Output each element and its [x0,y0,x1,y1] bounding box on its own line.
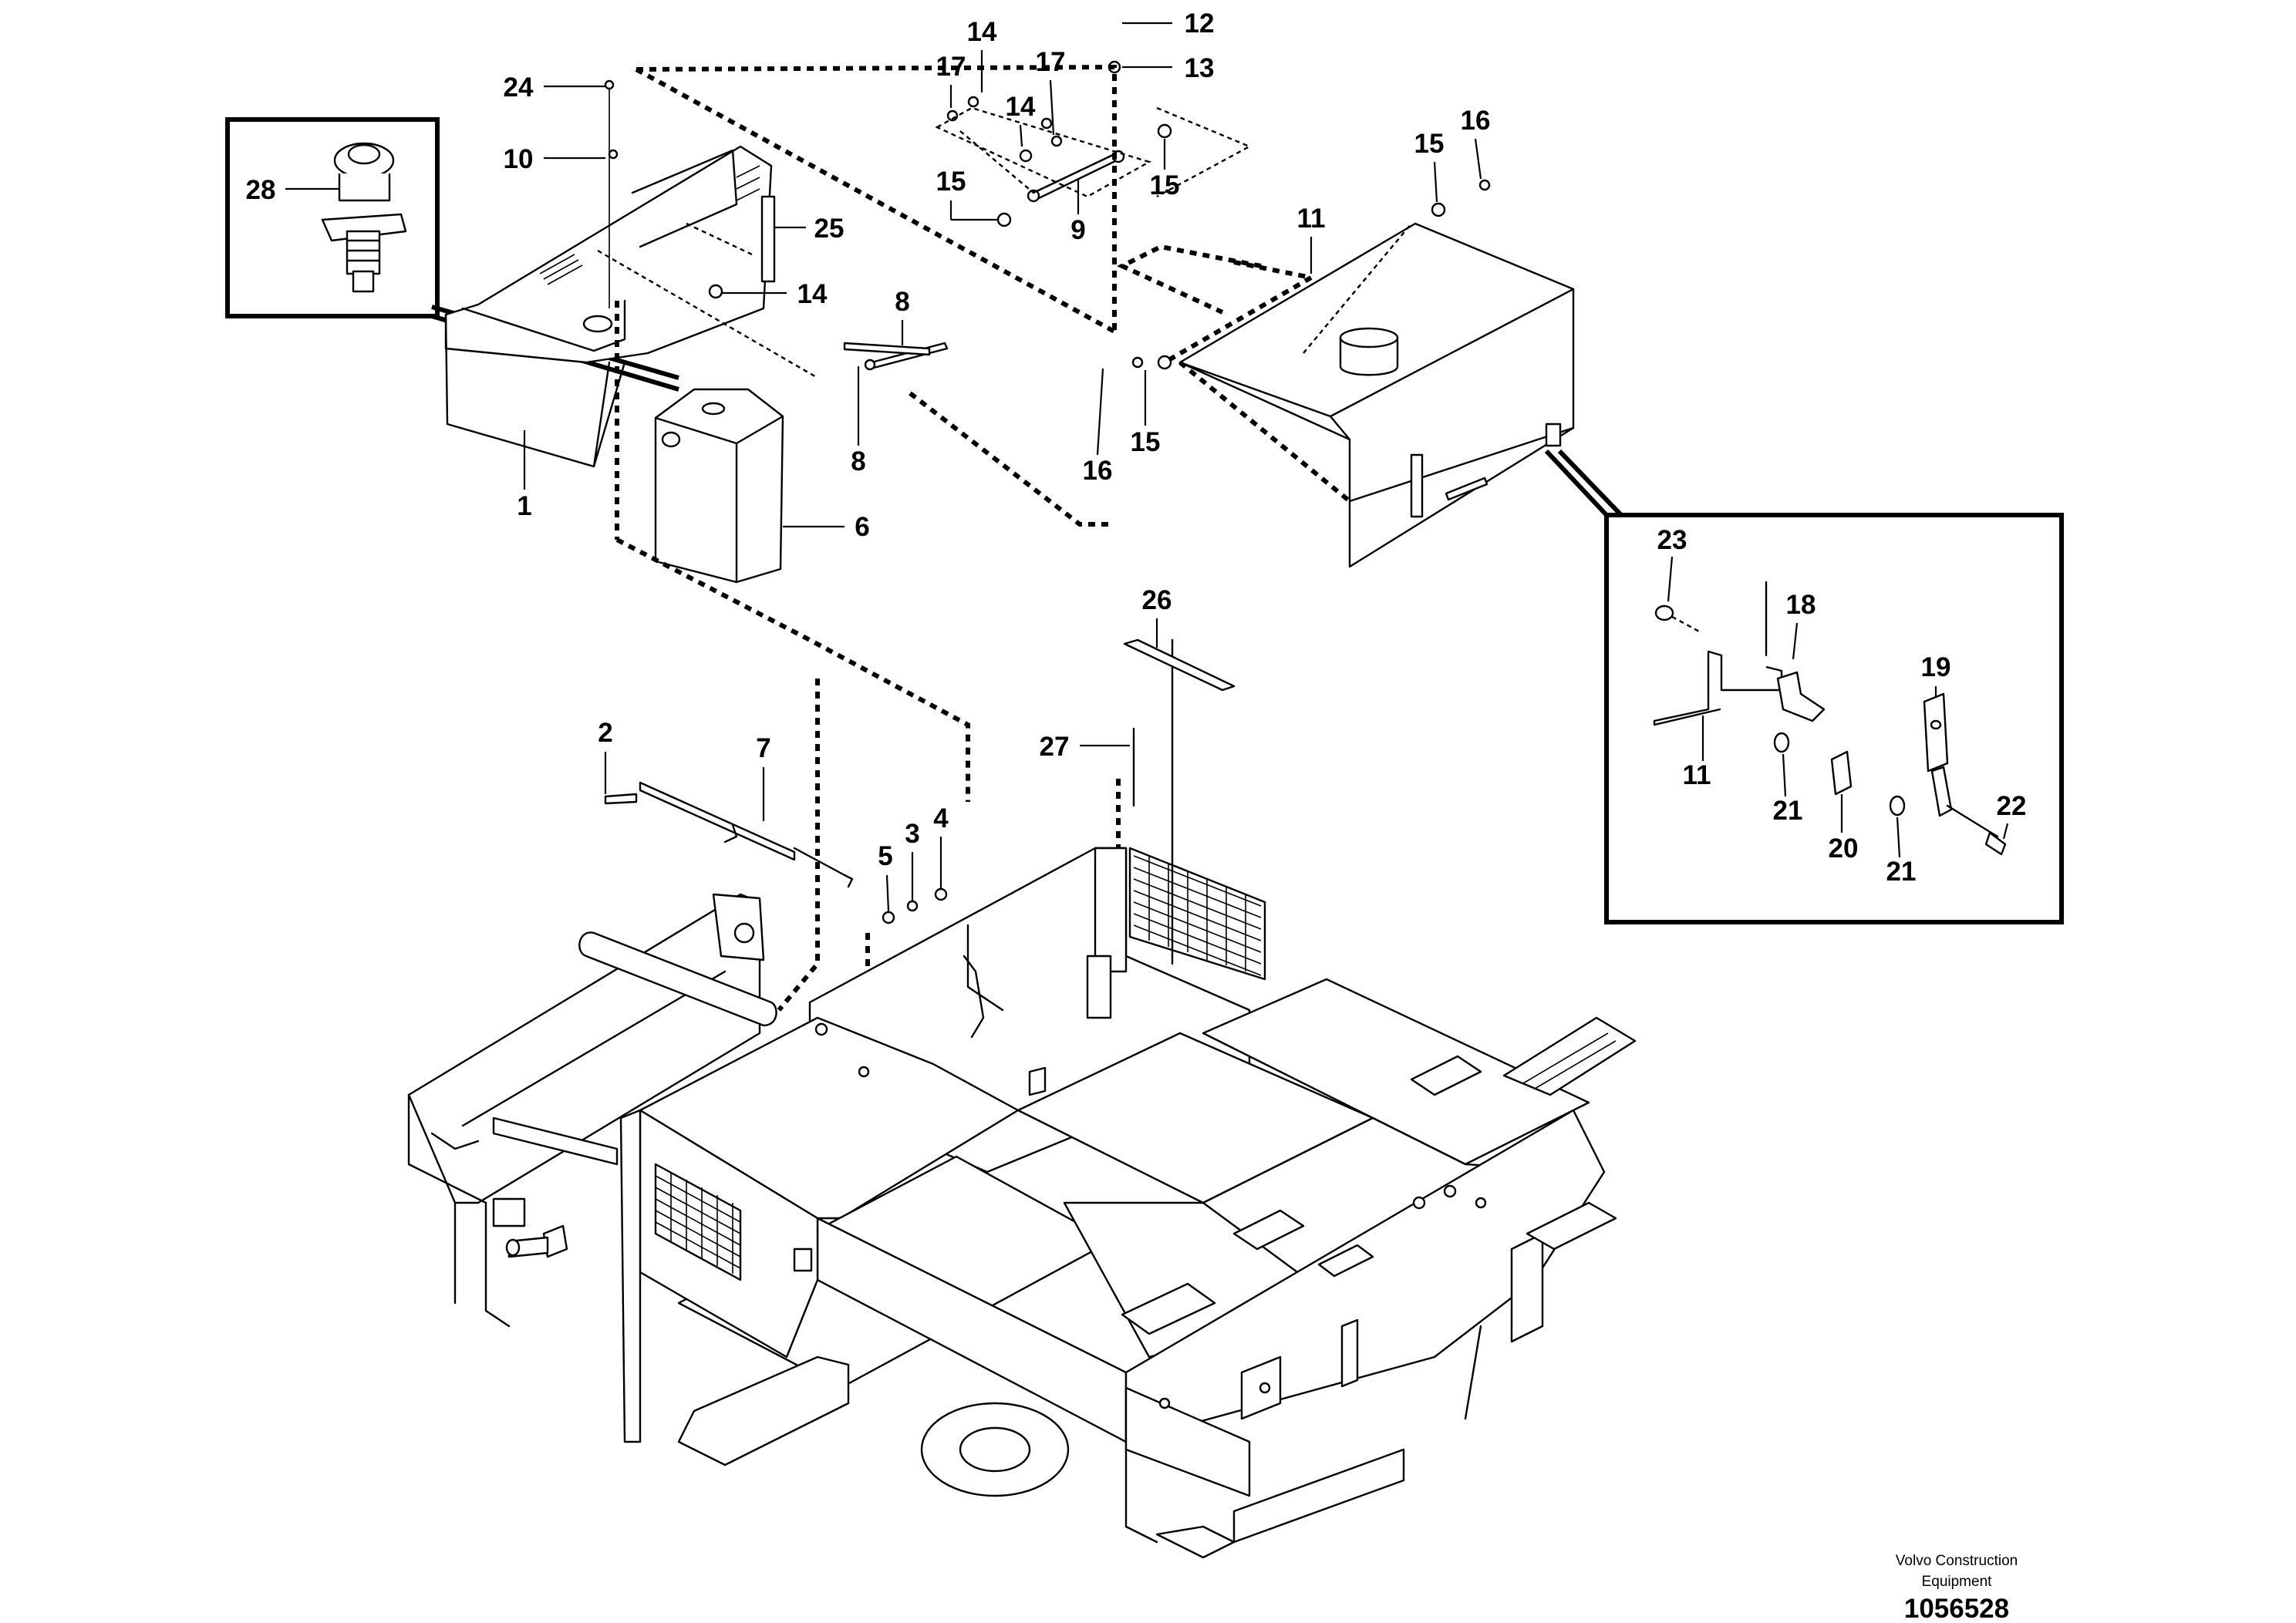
svg-text:23: 23 [1657,525,1687,555]
callout-15-right: 15 [1150,139,1180,200]
inset-detail-28 [225,117,679,392]
callout-14-mid: 14 [1006,92,1036,147]
callout-1: 1 [517,430,532,521]
inset-pointer-latch [1544,449,1609,517]
svg-text:15: 15 [1414,129,1445,159]
svg-text:8: 8 [895,287,909,317]
callout-19: 19 [1921,652,1951,698]
svg-text:9: 9 [1070,215,1085,245]
callout-2: 2 [598,718,613,794]
callout-11-inset: 11 [1683,716,1711,790]
svg-text:26: 26 [1142,585,1172,615]
callout-18: 18 [1786,590,1816,660]
svg-text:25: 25 [814,214,845,244]
callout-26: 26 [1142,585,1172,648]
svg-text:12: 12 [1185,8,1215,39]
callout-16-bottom: 16 [1083,368,1113,486]
callout-13: 13 [1122,53,1214,83]
footer: Volvo Construction Equipment 1056528 [1896,1553,2018,1623]
svg-text:14: 14 [1006,92,1036,122]
callout-27: 27 [1040,732,1130,762]
callout-17-left: 17 [936,52,966,108]
svg-text:6: 6 [855,512,869,542]
callout-15-left: 15 [936,167,999,221]
gas-strut-8-drawing [843,342,949,371]
callout-10: 10 [504,144,605,174]
cover-1-drawing [444,145,773,468]
svg-text:14: 14 [797,279,828,309]
svg-text:11: 11 [1683,760,1711,790]
company-name-line1: Volvo Construction [1896,1553,2018,1569]
svg-text:10: 10 [504,144,534,174]
svg-text:1: 1 [517,491,531,521]
svg-text:18: 18 [1786,590,1816,620]
callout-11: 11 [1297,204,1326,274]
svg-text:4: 4 [933,803,949,833]
svg-text:17: 17 [1036,47,1066,77]
svg-text:11: 11 [1297,204,1326,234]
company-name-line2: Equipment [1922,1574,1993,1590]
callout-9: 9 [1070,179,1086,245]
callout-6: 6 [783,512,870,542]
svg-text:21: 21 [1773,796,1803,826]
callout-17-right: 17 [1036,47,1066,136]
callout-16-top: 16 [1461,106,1491,180]
callout-25: 25 [775,214,844,244]
callout-14-left: 14 [721,279,828,309]
svg-text:22: 22 [1997,791,2027,821]
callout-15-bottom: 15 [1131,370,1161,457]
gas-strut-7-drawing [639,781,854,888]
strap-25-drawing [760,195,776,283]
latch-assembly-drawing [1653,581,2007,856]
machine-frame-drawing [407,638,1637,1559]
svg-text:28: 28 [246,175,276,205]
callout-21-right: 21 [1886,817,1917,887]
callout-15-far-right: 15 [1414,129,1445,203]
construction-lines [597,106,1252,379]
panel-6-drawing [654,388,784,584]
callout-14-top: 14 [967,17,997,93]
svg-text:15: 15 [936,167,966,197]
inset-detail-latch: 23 18 19 11 21 20 21 22 [1544,449,2064,924]
callout-8-bottom: 8 [851,366,866,476]
svg-text:24: 24 [504,72,534,103]
svg-text:27: 27 [1040,732,1070,762]
callout-4: 4 [933,803,949,888]
svg-text:19: 19 [1921,652,1951,682]
callout-22: 22 [1997,791,2027,840]
callout-5: 5 [878,841,893,912]
svg-text:13: 13 [1185,53,1215,83]
callout-12: 12 [1122,8,1214,39]
svg-text:20: 20 [1829,833,1859,864]
drawing-number: 1056528 [1904,1594,2009,1623]
svg-text:16: 16 [1461,106,1491,136]
callout-24: 24 [504,72,605,103]
callout-20: 20 [1829,794,1859,864]
callout-23: 23 [1657,525,1687,602]
svg-text:2: 2 [598,718,612,748]
callout-28: 28 [246,175,339,205]
svg-text:17: 17 [936,52,966,82]
quarter-turn-fastener-drawing [321,142,407,293]
svg-text:14: 14 [967,17,997,47]
strap-26-drawing [1123,638,1236,692]
svg-text:8: 8 [851,446,865,476]
svg-text:7: 7 [756,733,770,763]
callout-3: 3 [905,819,920,901]
svg-text:15: 15 [1131,427,1161,457]
callout-8-top: 8 [895,287,910,345]
cover-11-drawing [1178,222,1575,568]
svg-text:21: 21 [1886,857,1917,887]
gas-strut-9-drawing [1027,150,1125,203]
callout-7: 7 [756,733,771,821]
callout-21-left: 21 [1773,753,1803,826]
small-hardware [604,60,1491,924]
svg-text:15: 15 [1150,170,1180,200]
svg-text:3: 3 [905,819,919,849]
svg-text:5: 5 [878,841,892,871]
svg-text:16: 16 [1083,456,1113,486]
